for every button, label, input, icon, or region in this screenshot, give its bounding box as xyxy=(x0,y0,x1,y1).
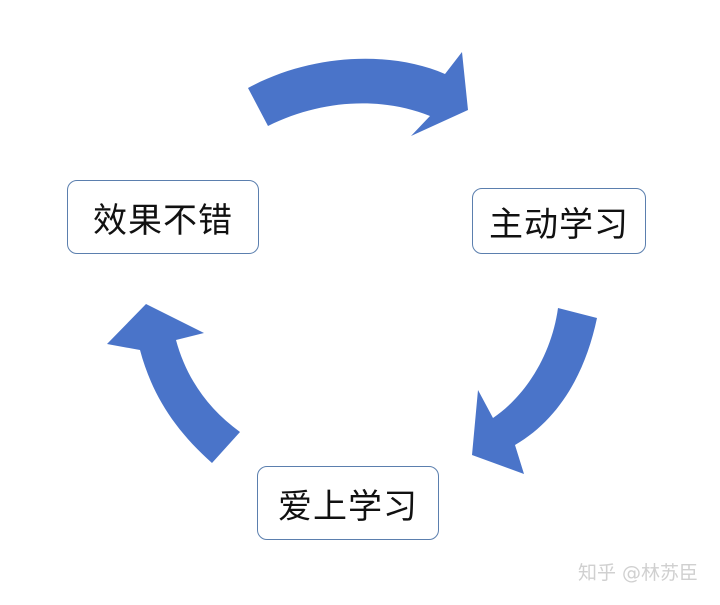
node-active-learning-label: 主动学习 xyxy=(489,204,629,245)
node-result-label: 效果不错 xyxy=(93,200,233,241)
node-love-learning: 爱上学习 xyxy=(257,466,439,540)
node-love-learning-label: 爱上学习 xyxy=(278,486,418,527)
curved-arrow-icon-right xyxy=(472,308,597,474)
node-active-learning: 主动学习 xyxy=(472,188,646,254)
curved-arrow-icon-left xyxy=(107,304,240,463)
node-result: 效果不错 xyxy=(67,180,259,254)
curved-arrow-icon-top xyxy=(248,52,468,136)
watermark: 知乎 @林苏臣 xyxy=(577,562,698,584)
